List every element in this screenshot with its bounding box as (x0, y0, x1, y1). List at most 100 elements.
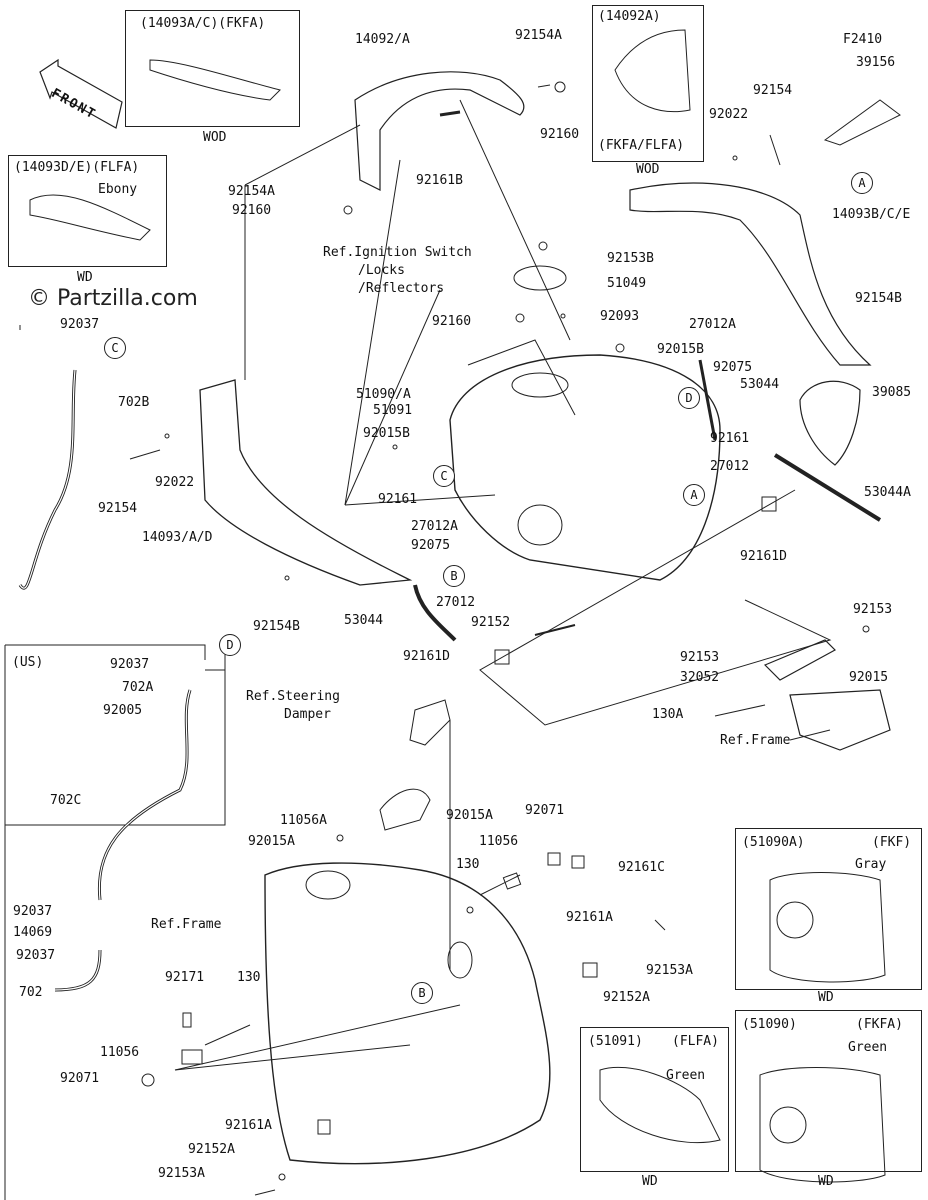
inset-footer-14092a: WOD (636, 162, 660, 177)
part-label: 702C (50, 793, 82, 808)
inset-box-14092a (592, 5, 704, 162)
inset-footer-14093a: WOD (203, 130, 227, 145)
part-label: 92161 (710, 431, 750, 446)
part-label: 51090/A (356, 387, 411, 402)
part-label: 51049 (607, 276, 647, 291)
part-label: 92153 (853, 602, 893, 617)
part-label: 130A (652, 707, 684, 722)
inset-box-14093a (125, 10, 300, 127)
part-label: 92161C (618, 860, 665, 875)
part-label: 14069 (13, 925, 53, 940)
inset-sub-14092a: (FKFA/FLFA) (598, 138, 685, 153)
part-label: 92153 (680, 650, 720, 665)
part-label: 39156 (856, 55, 896, 70)
part-label: 92152A (603, 990, 650, 1005)
part-label: 92153B (607, 251, 654, 266)
part-label: Ref.Frame (720, 733, 791, 748)
part-label: 92022 (155, 475, 195, 490)
part-label: 92153A (158, 1166, 205, 1181)
callout-b-2: B (411, 982, 433, 1004)
part-label: 53044 (344, 613, 384, 628)
inset-box-51091 (580, 1027, 729, 1172)
part-label: 92154A (228, 184, 275, 199)
inset-variant-51090a: (FKF) (872, 835, 912, 850)
inset-box-51090 (735, 1010, 922, 1172)
part-label: 27012 (710, 459, 750, 474)
callout-d-2: D (219, 634, 241, 656)
inset-box-51090a (735, 828, 922, 990)
callout-c-2: C (433, 465, 455, 487)
part-label: 92153A (646, 963, 693, 978)
part-label: 92075 (411, 538, 451, 553)
part-label: 11056 (479, 834, 519, 849)
part-label: Ref.Ignition Switch (323, 245, 472, 260)
part-label: 92154B (855, 291, 902, 306)
inset-header-51090a: (51090A) (742, 835, 805, 850)
part-label: 27012A (411, 519, 458, 534)
part-label: 27012 (436, 595, 476, 610)
part-label: 39085 (872, 385, 912, 400)
part-label: 130 (237, 970, 261, 985)
part-label: 92161D (740, 549, 787, 564)
inset-header-51091: (51091) (588, 1034, 643, 1049)
callout-b-1: B (443, 565, 465, 587)
part-label: 92160 (432, 314, 472, 329)
part-label: 14093/A/D (142, 530, 213, 545)
part-label: 702B (118, 395, 150, 410)
part-label: Ref.Steering (246, 689, 340, 704)
part-label: 92154B (253, 619, 300, 634)
part-label: 92037 (60, 317, 100, 332)
part-label: 92071 (60, 1071, 100, 1086)
inset-footer-51091: WD (642, 1174, 658, 1189)
part-label: 92160 (540, 127, 580, 142)
part-label: 92160 (232, 203, 272, 218)
us-header: (US) (12, 655, 44, 670)
inset-sub-14093d: Ebony (98, 182, 138, 197)
inset-variant-51091: (FLFA) (672, 1034, 719, 1049)
part-label: 92152 (471, 615, 511, 630)
part-label: 92071 (525, 803, 565, 818)
part-label: 92015B (363, 426, 410, 441)
inset-header-51090: (51090) (742, 1017, 797, 1032)
part-label: 92171 (165, 970, 205, 985)
part-label: 92161D (403, 649, 450, 664)
part-label: 92154 (753, 83, 793, 98)
part-label: 53044 (740, 377, 780, 392)
inset-color-51090a: Gray (855, 857, 887, 872)
callout-c-1: C (104, 337, 126, 359)
part-label: 92161A (566, 910, 613, 925)
part-label: 14092/A (355, 32, 410, 47)
partzilla-watermark: © Partzilla.com (28, 286, 198, 311)
part-label: 92037 (110, 657, 150, 672)
part-label: 702 (19, 985, 43, 1000)
part-label: 92022 (709, 107, 749, 122)
part-label: 92037 (16, 948, 56, 963)
part-label: 130 (456, 857, 480, 872)
part-label: 92161B (416, 173, 463, 188)
callout-a-2: A (683, 484, 705, 506)
inset-footer-14093d: WD (77, 270, 93, 285)
part-label: 11056A (280, 813, 327, 828)
part-label: 92154 (98, 501, 138, 516)
callout-a-1: A (851, 172, 873, 194)
part-label: 27012A (689, 317, 736, 332)
part-label: 51091 (373, 403, 413, 418)
inset-footer-51090a: WD (818, 990, 834, 1005)
part-label: /Locks (358, 263, 405, 278)
inset-variant-51090: (FKFA) (856, 1017, 903, 1032)
part-label: 14093B/C/E (832, 207, 911, 222)
inset-color-51091: Green (666, 1068, 706, 1083)
part-label: Ref.Frame (151, 917, 222, 932)
inset-header-14093d: (14093D/E)(FLFA) (14, 160, 140, 175)
part-label: 53044A (864, 485, 911, 500)
part-label: /Reflectors (358, 281, 445, 296)
part-label: 32052 (680, 670, 720, 685)
part-label: 92152A (188, 1142, 235, 1157)
inset-color-51090: Green (848, 1040, 888, 1055)
part-label: 92154A (515, 28, 562, 43)
part-label: F2410 (843, 32, 883, 47)
part-label: 92093 (600, 309, 640, 324)
part-label: 92015A (248, 834, 295, 849)
